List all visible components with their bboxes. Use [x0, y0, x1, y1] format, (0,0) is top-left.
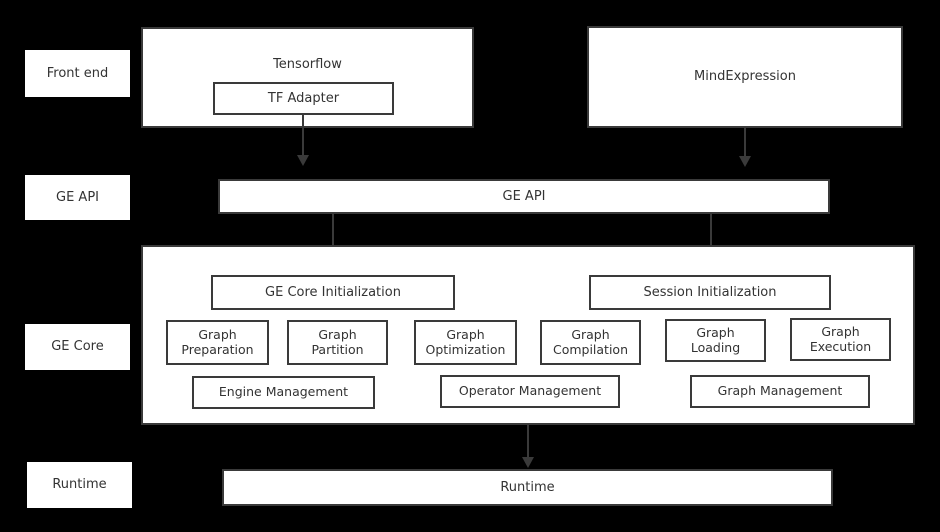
layer-label-ge-core: GE Core	[25, 324, 130, 370]
runtime-bar[interactable]: Runtime	[222, 469, 833, 506]
tensorflow-title: Tensorflow	[273, 57, 342, 72]
manager-graph-management[interactable]: Graph Management	[690, 375, 870, 408]
runtime-label: Runtime	[500, 479, 555, 495]
manager-graph-management-label: Graph Management	[717, 383, 843, 399]
mindexpression-panel[interactable]: MindExpression	[587, 26, 903, 128]
connector-tf-adapter-to-ge-api-line	[302, 115, 304, 157]
module-graph-loading[interactable]: Graph Loading	[665, 319, 766, 362]
layer-label-front-end-text: Front end	[46, 65, 109, 81]
module-graph-partition-label: Graph Partition	[311, 326, 364, 357]
layer-label-front-end: Front end	[25, 50, 130, 97]
connector-ge-api-to-session-init-line	[710, 214, 712, 260]
manager-operator-management-label: Operator Management	[458, 383, 602, 399]
module-graph-compilation-label: Graph Compilation	[552, 326, 629, 357]
layer-label-ge-core-text: GE Core	[51, 339, 104, 355]
module-graph-compilation[interactable]: Graph Compilation	[540, 320, 641, 365]
ge-core-initialization-label: GE Core Initialization	[265, 284, 401, 300]
manager-engine-management[interactable]: Engine Management	[192, 376, 375, 409]
connector-ge-api-to-ge-core-init-line	[332, 214, 334, 260]
layer-label-runtime: Runtime	[27, 462, 132, 508]
module-graph-execution-label: Graph Execution	[809, 323, 872, 354]
module-graph-optimization-label: Graph Optimization	[425, 326, 506, 357]
ge-api-bar[interactable]: GE API	[218, 179, 830, 214]
connector-mindexpression-to-ge-api-line	[744, 128, 746, 158]
manager-operator-management[interactable]: Operator Management	[440, 375, 620, 408]
connector-tf-adapter-to-ge-api-arrow	[297, 155, 309, 166]
layer-label-ge-api: GE API	[25, 175, 130, 220]
layer-label-runtime-text: Runtime	[52, 477, 107, 493]
session-initialization-label: Session Initialization	[643, 284, 777, 300]
connector-ge-core-to-runtime-arrow	[522, 457, 534, 468]
tf-adapter-box[interactable]: TF Adapter	[213, 82, 394, 115]
module-graph-execution[interactable]: Graph Execution	[790, 318, 891, 361]
tf-adapter-label: TF Adapter	[267, 90, 340, 106]
ge-core-initialization-box[interactable]: GE Core Initialization	[211, 275, 455, 310]
connector-mindexpression-to-ge-api-arrow	[739, 156, 751, 167]
connector-ge-core-to-runtime-line	[527, 425, 529, 458]
manager-engine-management-label: Engine Management	[218, 384, 349, 400]
module-graph-loading-label: Graph Loading	[690, 324, 741, 355]
module-graph-optimization[interactable]: Graph Optimization	[414, 320, 517, 365]
module-graph-partition[interactable]: Graph Partition	[287, 320, 388, 365]
module-graph-preparation[interactable]: Graph Preparation	[166, 320, 269, 365]
ge-api-label: GE API	[502, 188, 546, 204]
module-graph-preparation-label: Graph Preparation	[181, 326, 254, 357]
layer-label-ge-api-text: GE API	[56, 189, 99, 205]
mindexpression-title: MindExpression	[694, 69, 796, 85]
session-initialization-box[interactable]: Session Initialization	[589, 275, 831, 310]
